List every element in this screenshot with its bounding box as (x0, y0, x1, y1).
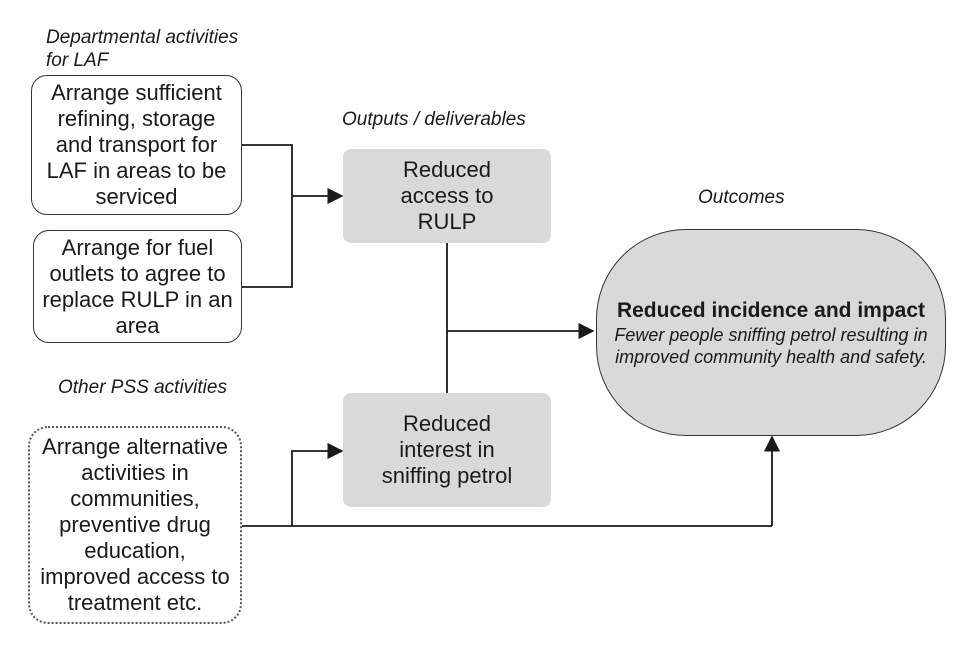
connector-refining (242, 144, 293, 288)
activity-fuel-outlets: Arrange for fuel outlets to agree to rep… (33, 230, 242, 343)
outcomes-label: Outcomes (698, 187, 785, 208)
output-reduced-interest: Reduced interest in sniffing petrol (343, 393, 551, 507)
activity-alternative-programs: Arrange alternative activities in commun… (28, 426, 242, 624)
outcome-reduced-incidence: Reduced incidence and impact Fewer peopl… (596, 229, 946, 436)
outcome-title: Reduced incidence and impact (616, 298, 926, 322)
activity-refining-storage-transport: Arrange sufficient refining, storage and… (31, 75, 242, 215)
other-pss-activities-label: Other PSS activities (58, 377, 227, 398)
arrow-to-interest (291, 442, 344, 526)
output-reduced-access: Reduced access to RULP (343, 149, 551, 243)
outcome-subtitle: Fewer people sniffing petrol resulting i… (614, 324, 928, 367)
departmental-activities-label: Departmental activities for LAF (46, 27, 239, 71)
outputs-label: Outputs / deliverables (342, 109, 526, 130)
